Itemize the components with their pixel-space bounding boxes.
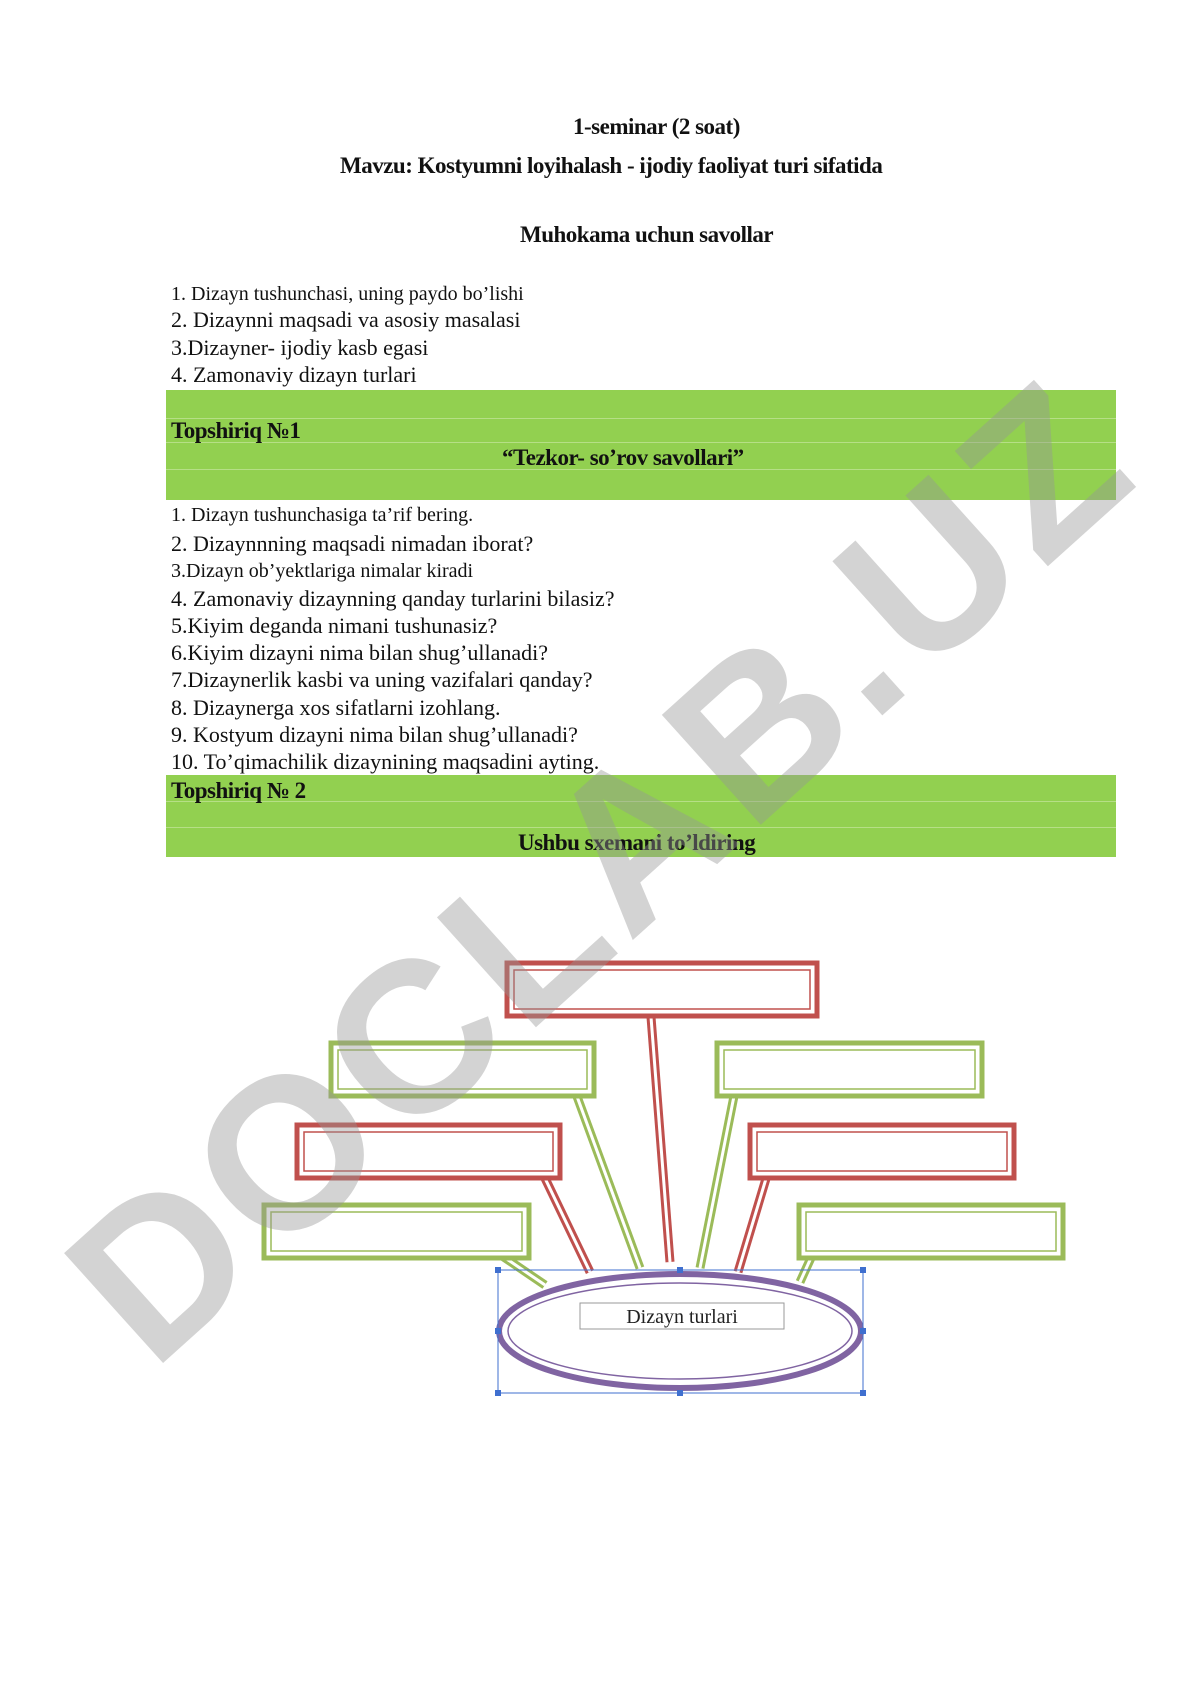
task1-question-7: 7.Dizaynerlik kasbi va uning vazifalari … — [171, 667, 593, 692]
task1-label: Topshiriq №1 — [171, 418, 301, 443]
connector-right-2 — [733, 1170, 773, 1274]
box-left-3 — [261, 1202, 532, 1261]
box-right-2 — [747, 1122, 1017, 1181]
task2-band — [166, 775, 1116, 857]
box-top — [504, 960, 820, 1019]
center-ellipse: Dizayn turlari — [496, 1271, 864, 1391]
task1-question-3: 3.Dizayn ob’yektlariga nimalar kiradi — [171, 560, 474, 582]
discussion-question-2: 2. Dizaynni maqsadi va asosiy masalasi — [171, 307, 521, 332]
connector-left-2 — [537, 1170, 595, 1274]
task2-subtitle: Ushbu sxemani to’ldiring — [518, 830, 756, 855]
task1-subtitle: “Tezkor- so’rov savollari” — [502, 445, 744, 470]
connector-right-1 — [695, 1090, 740, 1269]
box-right-3 — [796, 1202, 1066, 1261]
task1-question-8: 8. Dizaynerga xos sifatlarni izohlang. — [171, 695, 501, 720]
box-left-2 — [294, 1122, 563, 1181]
discussion-question-1: 1. Dizayn tushunchasi, uning paydo bo’li… — [171, 283, 524, 305]
seminar-title: 1-seminar (2 soat) — [573, 114, 740, 139]
task2-label: Topshiriq № 2 — [171, 778, 306, 803]
topic-title: Mavzu: Kostyumni loyihalash - ijodiy fao… — [340, 153, 883, 178]
selection-frame — [495, 1267, 866, 1396]
task1-question-4: 4. Zamonaviy dizaynning qanday turlarini… — [171, 586, 615, 611]
discussion-title: Muhokama uchun savollar — [520, 222, 774, 247]
task1-question-9: 9. Kostyum dizayni nima bilan shug’ullan… — [171, 722, 578, 747]
discussion-question-4: 4. Zamonaviy dizayn turlari — [171, 362, 417, 387]
task1-question-10: 10. To’qimachilik dizaynining maqsadini … — [171, 749, 600, 774]
connector-top — [646, 1016, 675, 1263]
center-label: Dizayn turlari — [626, 1306, 738, 1328]
task1-question-5: 5.Kiyim deganda nimani tushunasiz? — [171, 613, 498, 638]
box-left-1 — [328, 1040, 597, 1099]
box-right-1 — [714, 1040, 985, 1099]
discussion-question-3: 3.Dizayner- ijodiy kasb egasi — [171, 335, 429, 360]
task1-question-2: 2. Dizaynnning maqsadi nimadan iborat? — [171, 531, 534, 556]
task1-question-6: 6.Kiyim dizayni nima bilan shug’ullanadi… — [171, 640, 548, 665]
task1-question-1: 1. Dizayn tushunchasiga ta’rif bering. — [171, 504, 474, 526]
task1-band — [166, 390, 1116, 500]
connector-left-1 — [570, 1089, 645, 1270]
